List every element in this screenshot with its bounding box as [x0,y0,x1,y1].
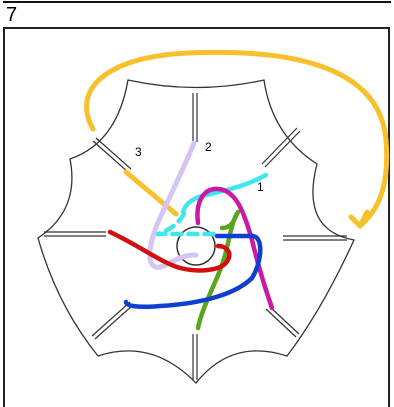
blue-strand [123,233,263,310]
center-circle [176,226,216,266]
lavender-strand [147,140,199,270]
label-3: 3 [135,145,142,159]
label-2: 2 [205,140,212,154]
label-1: 1 [257,180,264,194]
top-divider [3,1,391,3]
cyan-strand [180,172,269,215]
step-number: 7 [6,4,18,26]
colored-strands [107,140,275,331]
crease-lines [44,93,347,380]
scalloped-outline [37,79,355,384]
red-strand [107,229,232,273]
diagram-panel [3,27,390,407]
magenta-strand [195,186,275,311]
